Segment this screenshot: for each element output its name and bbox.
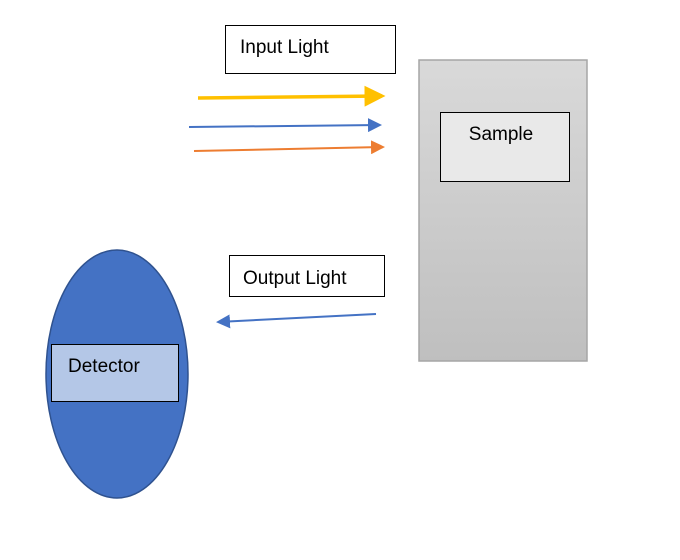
- sample-holder: [418, 59, 588, 362]
- input-beam-yellow: [197, 85, 386, 107]
- input-beam-orange: [193, 140, 385, 155]
- output-beam-blue: [216, 313, 377, 329]
- input-light-label: Input Light: [225, 25, 396, 74]
- input-beam-blue: [188, 118, 382, 133]
- output-light-label: Output Light: [229, 255, 385, 297]
- sample-label: Sample: [440, 112, 570, 182]
- detector-label: Detector: [51, 344, 179, 402]
